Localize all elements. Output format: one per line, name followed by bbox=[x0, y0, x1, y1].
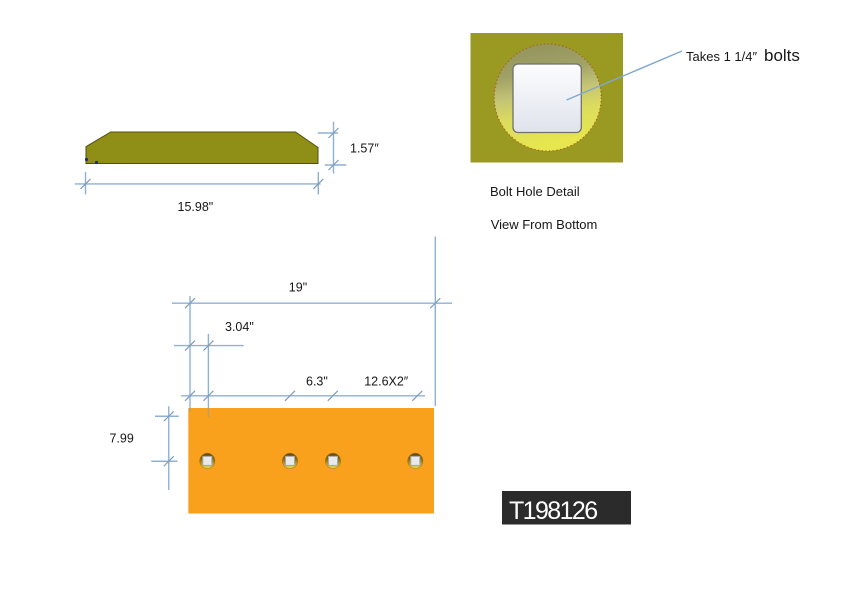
svg-text:3.04": 3.04" bbox=[225, 320, 254, 334]
svg-text:15.98": 15.98" bbox=[178, 200, 214, 214]
svg-text:Takes 1 1/4″: Takes 1 1/4″ bbox=[686, 49, 757, 64]
svg-text:bolts: bolts bbox=[764, 46, 800, 65]
svg-text:19": 19" bbox=[289, 281, 307, 295]
svg-text:1.57″: 1.57″ bbox=[350, 142, 379, 156]
svg-text:7.99: 7.99 bbox=[110, 432, 134, 446]
svg-text:Bolt Hole Detail: Bolt Hole Detail bbox=[490, 184, 580, 199]
svg-text:T198126: T198126 bbox=[509, 497, 597, 525]
svg-text:12.6X2″: 12.6X2″ bbox=[364, 375, 409, 389]
svg-text:View From Bottom: View From Bottom bbox=[491, 217, 598, 232]
svg-text:6.3": 6.3" bbox=[306, 375, 328, 389]
